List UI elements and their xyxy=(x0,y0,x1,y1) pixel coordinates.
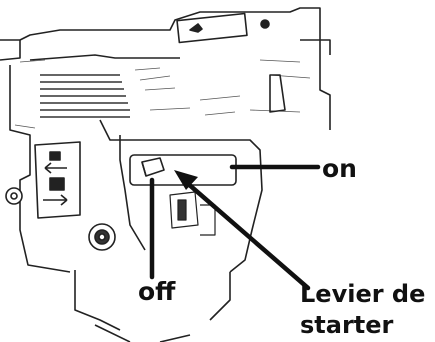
shading xyxy=(15,60,310,128)
left-bolt xyxy=(6,188,22,204)
off-label: off xyxy=(138,279,175,304)
mounting-nut xyxy=(89,224,115,250)
on-label: on xyxy=(322,156,357,181)
choke-lever-knob xyxy=(142,158,164,176)
choke-lever-label-line1: Levier de xyxy=(300,279,425,310)
cooling-fins xyxy=(40,75,130,117)
fuel-valve-label xyxy=(35,142,80,218)
choke-lever-label: Levier de starter xyxy=(300,279,425,341)
choke-lever-label-line2: starter xyxy=(300,310,425,341)
top-warning-label xyxy=(177,14,269,43)
